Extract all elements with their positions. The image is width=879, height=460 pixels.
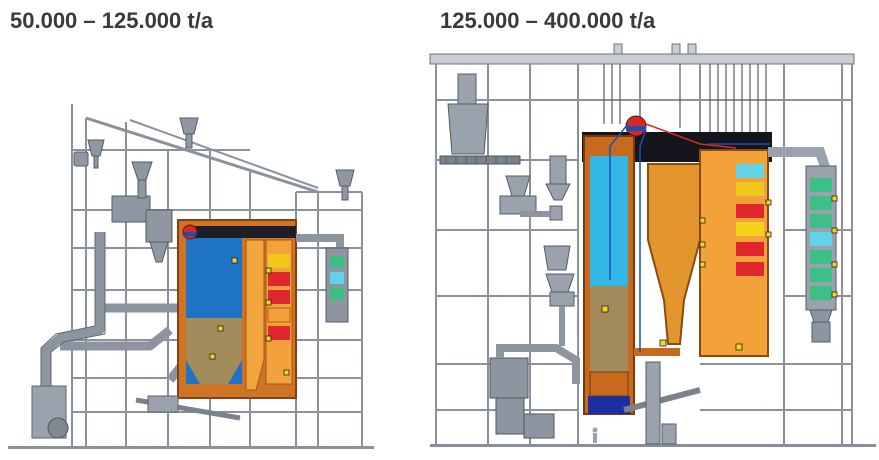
right-flue-duct xyxy=(768,147,831,172)
right-ground xyxy=(430,444,876,447)
right-silo xyxy=(447,103,489,155)
right-economizer xyxy=(810,178,832,300)
right-plant xyxy=(429,43,876,447)
right-markers xyxy=(601,195,838,351)
title-left: 50.000 – 125.000 t/a xyxy=(10,8,214,33)
left-furnace-bed xyxy=(186,318,242,384)
right-steel-frame xyxy=(435,64,853,444)
right-furnace xyxy=(590,156,628,286)
left-top-duct xyxy=(186,226,296,238)
right-feed-hoppers xyxy=(499,155,575,307)
title-right: 125.000 – 400.000 t/a xyxy=(440,8,656,33)
right-fuel-conveyor xyxy=(439,155,521,165)
left-fuel-feed xyxy=(73,117,355,263)
left-flue-duct xyxy=(296,234,344,252)
right-hangers xyxy=(603,64,767,140)
right-ash-equipment xyxy=(489,357,555,439)
left-plant xyxy=(8,104,374,449)
right-cyclone xyxy=(647,163,701,345)
right-furnace-bed xyxy=(590,286,628,372)
right-superheater-bundles xyxy=(736,164,764,276)
right-roof xyxy=(429,53,855,65)
right-silo-top xyxy=(457,73,477,105)
left-superheater-bundles xyxy=(267,254,291,340)
right-grate xyxy=(588,396,630,414)
person-icon xyxy=(592,427,598,443)
right-ash-screw xyxy=(623,387,701,413)
left-ducts xyxy=(41,232,191,420)
left-economizer xyxy=(330,256,344,300)
left-cyclone xyxy=(245,239,265,391)
left-fan-motor xyxy=(47,417,69,439)
right-water-steam-pipes xyxy=(609,123,770,352)
left-ground xyxy=(8,446,374,449)
left-duct-outline xyxy=(40,232,106,420)
